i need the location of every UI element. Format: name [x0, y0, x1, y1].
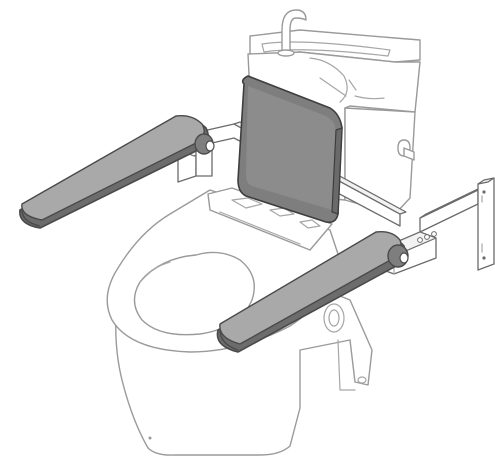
left-armrest [19, 114, 215, 229]
right-armrest [216, 230, 409, 353]
backrest-cushion [237, 75, 343, 224]
faucet [277, 9, 307, 57]
flush-lever [397, 139, 415, 161]
